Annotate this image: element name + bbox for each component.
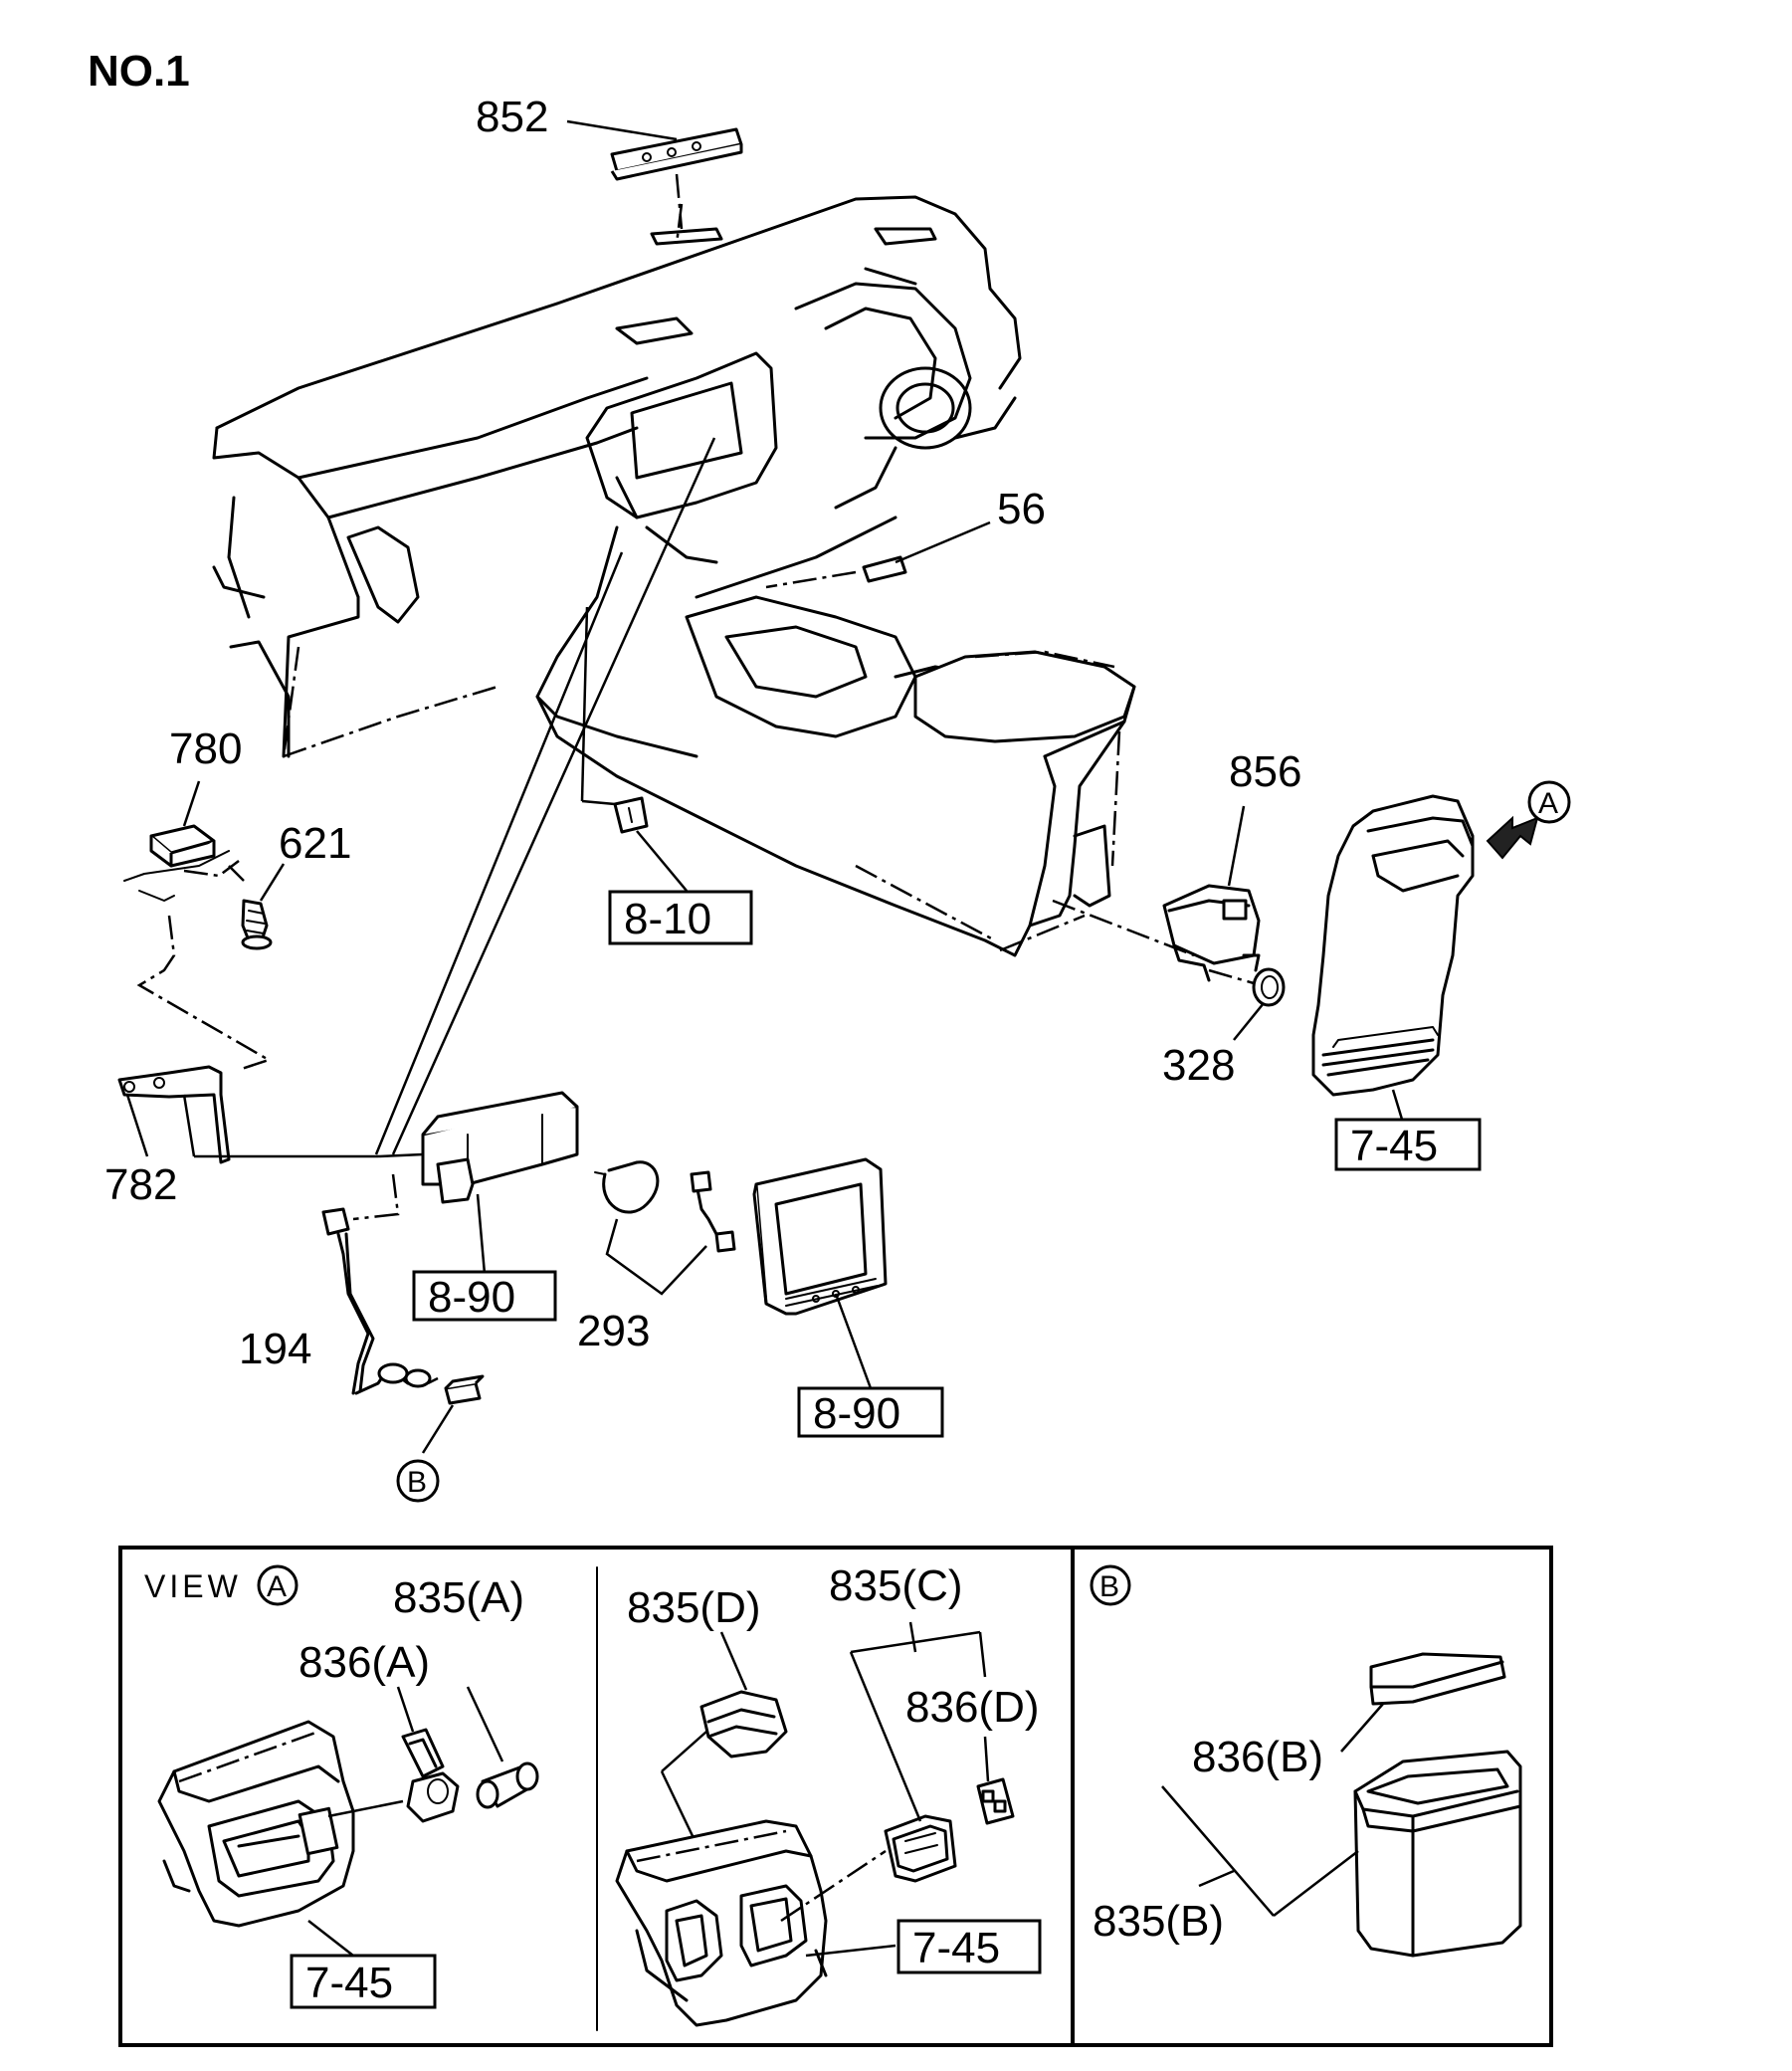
panel-b: B [1090,1564,1522,1958]
label-780: 780 [169,725,242,773]
middle-panel [615,1621,1015,2027]
label-852: 852 [476,93,548,141]
panel-b-letter: B [1099,1570,1119,1603]
ref-box-8-10[interactable] [608,890,753,945]
label-782: 782 [104,1160,177,1209]
callout-a-circle [1527,780,1571,824]
detail-frame [118,1546,1553,2047]
callout-b-circle [396,1459,440,1503]
ref-box-8-90-right-label: 8-90 [813,1389,900,1438]
ref-box-7-45-main[interactable] [1334,1118,1482,1171]
view-a-letter: A [267,1570,287,1603]
view-a-arrow [1486,815,1539,860]
part-8-10-connector [580,606,688,892]
view-a-circle [257,1564,299,1606]
ref-box-7-45-main-label: 7-45 [1350,1122,1438,1170]
ref-box-7-45-viewa-label: 7-45 [305,1959,393,2007]
part-b-connector [421,1374,485,1454]
label-836b: 836(B) [1192,1733,1323,1781]
dashboard-assembly [212,195,1136,957]
display-monitor [752,1157,888,1389]
label-328: 328 [1162,1041,1235,1090]
module-8-90 [352,1091,579,1275]
rear-console-panel [1311,794,1475,1124]
label-56: 56 [997,485,1046,533]
part-56 [765,520,991,589]
part-194 [321,1207,439,1395]
ref-box-8-90-left-label: 8-90 [428,1273,515,1322]
callout-a: A [1538,787,1558,820]
panel-b-circle [1090,1564,1131,1606]
part-856 [1052,805,1261,982]
label-621: 621 [279,819,351,868]
part-328 [1208,967,1286,1041]
part-852 [566,119,743,230]
label-835d: 835(D) [627,1583,761,1632]
page-label: NO.1 [88,47,190,96]
label-836a: 836(A) [299,1638,430,1687]
ref-box-7-45-mid-label: 7-45 [912,1924,1000,1972]
view-a-title: VIEW [144,1568,242,1604]
label-293: 293 [577,1307,650,1355]
label-856: 856 [1229,747,1301,796]
label-835a: 835(A) [393,1573,524,1622]
part-782 [117,1065,378,1164]
view-a-panel: VIEW A [144,1564,539,1957]
part-621 [241,863,286,950]
label-194: 194 [239,1325,311,1373]
ref-box-7-45-viewa[interactable] [290,1954,437,2009]
label-835b: 835(B) [1093,1897,1224,1946]
label-836d: 836(D) [905,1683,1040,1732]
ref-box-8-90-right[interactable] [797,1386,944,1438]
callout-b: B [407,1466,427,1499]
ref-box-8-10-label: 8-10 [624,895,711,943]
ref-box-7-45-mid[interactable] [896,1919,1042,1974]
part-293 [594,1160,736,1296]
ref-box-8-90-left[interactable] [412,1270,557,1322]
part-780 [123,780,245,902]
label-835c: 835(C) [829,1561,963,1610]
